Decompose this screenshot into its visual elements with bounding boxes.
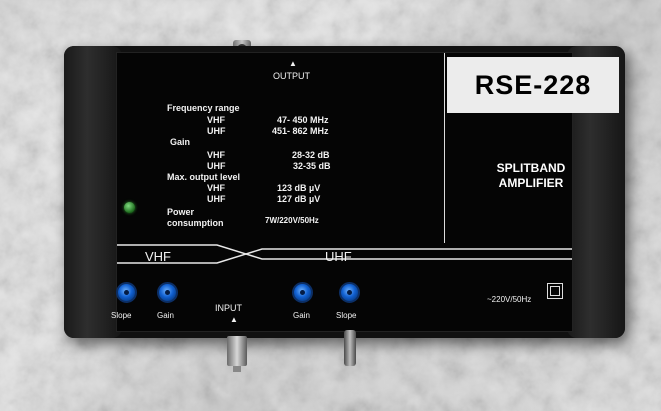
gain-vhf-value: 28-32 dB <box>292 150 330 160</box>
mains-rating: ~220V/50Hz <box>487 295 532 304</box>
output-arrow-icon: ▲ <box>289 59 297 68</box>
input-label: INPUT <box>215 303 242 313</box>
power-heading-line2: consumption <box>167 218 224 228</box>
level-uhf-value: 127 dB µV <box>277 194 321 204</box>
slope-label-vhf: Slope <box>111 311 132 320</box>
freq-vhf-label: VHF <box>207 115 225 125</box>
gain-knob-uhf[interactable] <box>292 282 313 303</box>
level-heading: Max. output level <box>167 172 241 182</box>
gain-vhf-label: VHF <box>207 150 225 160</box>
slope-knob-uhf[interactable] <box>339 282 360 303</box>
left-end-cap <box>64 46 122 338</box>
gain-knob-vhf[interactable] <box>157 282 178 303</box>
level-vhf-label: VHF <box>207 183 225 193</box>
power-heading-line1: Power <box>167 207 195 217</box>
gain-label-vhf: Gain <box>157 311 174 320</box>
product-name-line2: AMPLIFIER <box>498 176 564 190</box>
panel-divider <box>444 53 445 243</box>
product-name: SPLITBAND AMPLIFIER <box>461 161 601 191</box>
front-panel: ▲ OUTPUT Frequency range VHF 47- 450 MHz… <box>111 52 619 332</box>
gain-uhf-value: 32-35 dB <box>293 161 331 171</box>
model-label-box: RSE-228 <box>447 57 619 113</box>
power-led-icon <box>124 202 135 213</box>
level-vhf-value: 123 dB µV <box>277 183 321 193</box>
amplifier-device: ▲ OUTPUT Frequency range VHF 47- 450 MHz… <box>64 46 625 338</box>
output-label: OUTPUT <box>273 71 310 81</box>
gain-uhf-label: UHF <box>207 161 226 171</box>
gain-heading: Gain <box>170 137 191 147</box>
slope-label-uhf: Slope <box>336 311 357 320</box>
product-name-line1: SPLITBAND <box>496 161 566 175</box>
level-uhf-label: UHF <box>207 194 226 204</box>
power-value: 7W/220V/50Hz <box>265 216 319 225</box>
double-insulation-icon <box>547 283 563 299</box>
power-cable-plug[interactable] <box>344 330 356 366</box>
input-arrow-icon: ▲ <box>230 315 238 324</box>
freq-uhf-label: UHF <box>207 126 226 136</box>
model-name: RSE-228 <box>474 69 592 100</box>
band-vhf-label: VHF <box>145 249 171 264</box>
input-connector[interactable] <box>227 336 247 372</box>
freq-heading: Frequency range <box>167 103 240 113</box>
band-uhf-label: UHF <box>325 249 352 264</box>
band-split-lines-icon <box>117 244 572 264</box>
gain-label-uhf: Gain <box>293 311 310 320</box>
freq-vhf-value: 47- 450 MHz <box>277 115 329 125</box>
slope-knob-vhf[interactable] <box>116 282 137 303</box>
freq-uhf-value: 451- 862 MHz <box>272 126 329 136</box>
